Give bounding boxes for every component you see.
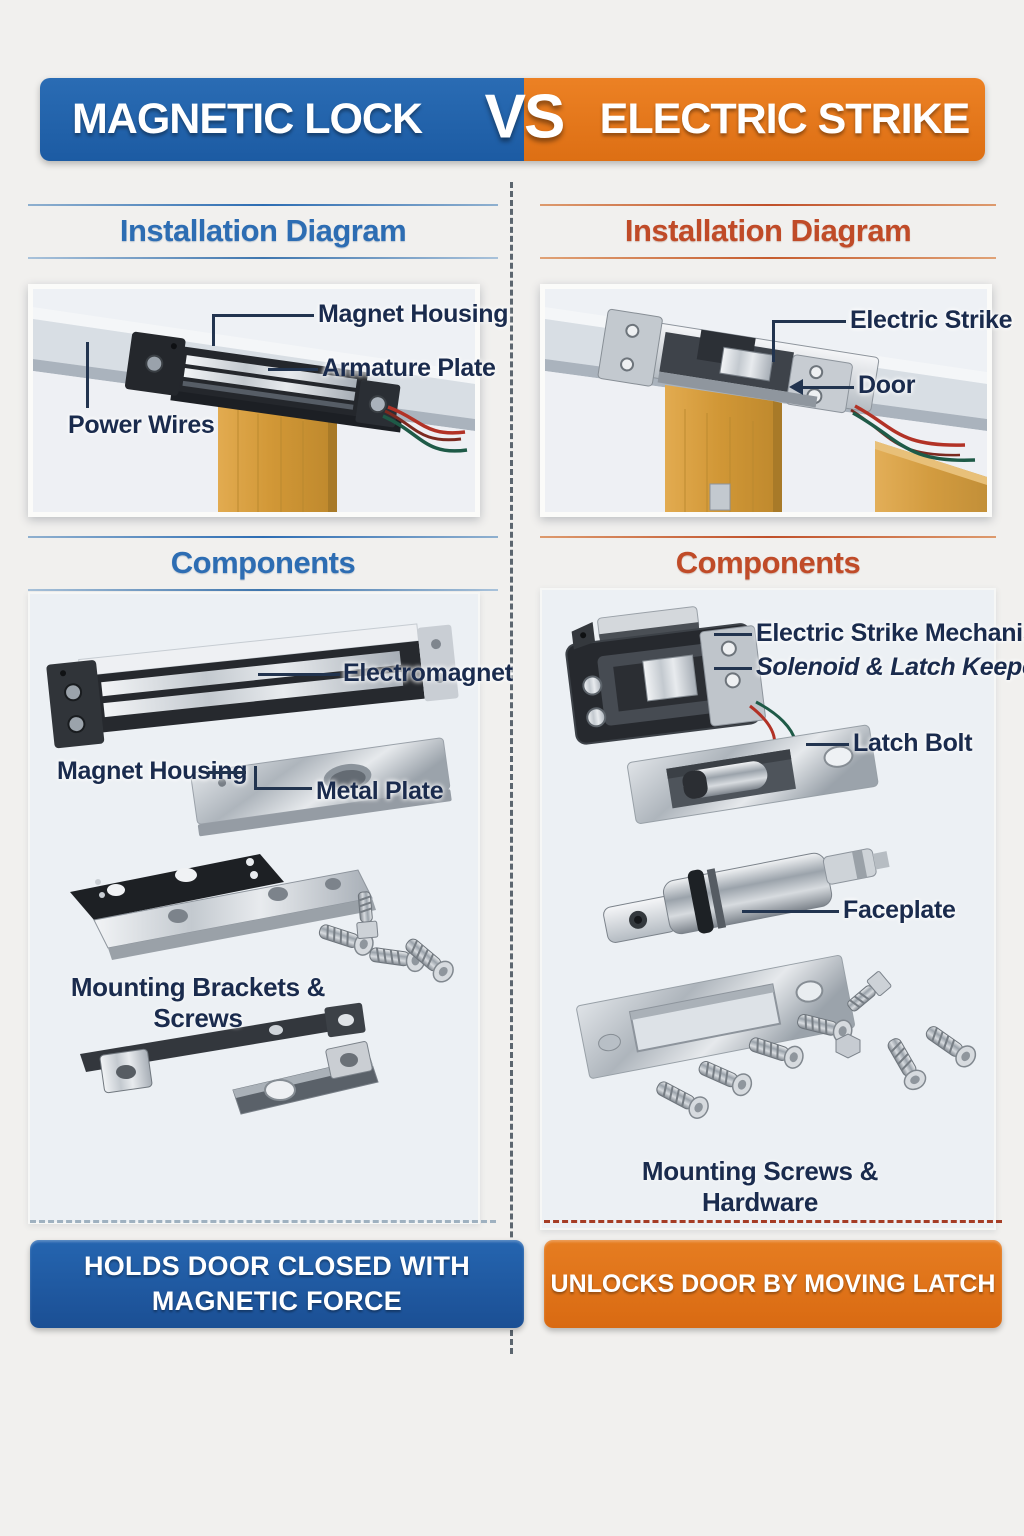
magnetic-components-illustration bbox=[46, 623, 459, 1115]
rule-line bbox=[540, 257, 996, 259]
faceplate-part bbox=[576, 954, 855, 1079]
connector-line bbox=[806, 743, 849, 746]
door-post bbox=[665, 385, 782, 512]
magnetic-summary-text: HOLDS DOOR CLOSED WITH MAGNETIC FORCE bbox=[83, 1250, 471, 1316]
connector-line bbox=[714, 633, 752, 636]
connector-line bbox=[254, 766, 257, 790]
electric-components-section-title: Components bbox=[540, 536, 996, 591]
label-magnet-housing: Magnet Housing bbox=[318, 300, 509, 328]
label-electromagnet: Electromagnet bbox=[343, 659, 513, 687]
connector-line bbox=[802, 386, 854, 389]
header-right-half: ELECTRIC STRIKE bbox=[524, 78, 985, 161]
bottom-brackets-part bbox=[80, 1002, 379, 1115]
electric-summary-text: UNLOCKS DOOR BY MOVING LATCH bbox=[550, 1269, 996, 1298]
strike-installation-panel bbox=[540, 284, 992, 517]
mounting-bracket-part bbox=[70, 854, 376, 960]
connector-line bbox=[258, 673, 340, 676]
caption-mounting-screws: Mounting Screws & Hardware bbox=[641, 1156, 879, 1217]
electric-components-panel bbox=[540, 588, 996, 1230]
maglock-device bbox=[124, 331, 402, 433]
connector-arrow bbox=[789, 379, 803, 395]
power-wires-illustration bbox=[382, 405, 468, 453]
rule-line bbox=[540, 204, 996, 206]
vs-label: VS bbox=[484, 82, 566, 152]
electric-components-illustration bbox=[565, 606, 981, 1123]
section-title-text: Components bbox=[170, 545, 356, 580]
electric-installation-section-title: Installation Diagram bbox=[540, 204, 996, 259]
magnetic-components-panel bbox=[28, 592, 480, 1224]
rule-line bbox=[28, 204, 498, 206]
label-electric-strike: Electric Strike bbox=[850, 306, 1013, 334]
caption-mounting-brackets: Mounting Brackets & Screws bbox=[70, 972, 326, 1033]
magnetic-summary-banner: HOLDS DOOR CLOSED WITH MAGNETIC FORCE bbox=[30, 1240, 524, 1328]
connector-line bbox=[772, 320, 846, 323]
rule-line bbox=[28, 589, 498, 591]
connector-line bbox=[208, 771, 246, 774]
label-power-wires: Power Wires bbox=[68, 411, 215, 439]
cylinder-part bbox=[603, 848, 890, 943]
connector-line bbox=[772, 320, 775, 362]
rule-line bbox=[28, 257, 498, 259]
section-title-text: Installation Diagram bbox=[624, 213, 912, 248]
power-wires-illustration bbox=[850, 404, 976, 462]
strike-mechanism-part bbox=[565, 606, 766, 745]
latch-bolt-plate-part bbox=[627, 724, 879, 824]
rule-line bbox=[540, 536, 996, 538]
section-title-text: Components bbox=[675, 545, 861, 580]
rule-line bbox=[28, 536, 498, 538]
metal-plate-part bbox=[190, 737, 452, 837]
label-metal-plate: Metal Plate bbox=[316, 777, 444, 805]
section-title-text: Installation Diagram bbox=[119, 213, 407, 248]
connector-line bbox=[268, 368, 318, 371]
right-dashed-rule bbox=[544, 1220, 1002, 1223]
header-left-half: MAGNETIC LOCK bbox=[40, 78, 524, 161]
center-dashed-divider bbox=[510, 182, 513, 1354]
connector-line bbox=[212, 314, 314, 317]
maglock-installation-illustration bbox=[33, 289, 475, 512]
magnetic-components-section-title: Components bbox=[28, 536, 498, 591]
door-slab bbox=[875, 441, 987, 512]
left-dashed-rule bbox=[30, 1220, 496, 1223]
screws-hardware-part bbox=[651, 969, 981, 1123]
electromagnet-bar bbox=[46, 623, 459, 749]
electric-summary-banner: UNLOCKS DOOR BY MOVING LATCH bbox=[544, 1240, 1002, 1328]
label-strike-mechanism: Electric Strike Mechanism bbox=[756, 619, 1024, 647]
label-faceplate: Faceplate bbox=[843, 896, 956, 924]
connector-line bbox=[254, 787, 312, 790]
connector-line bbox=[714, 667, 752, 670]
maglock-installation-panel bbox=[28, 284, 480, 517]
connector-line bbox=[742, 910, 839, 913]
electric-strike-title: ELECTRIC STRIKE bbox=[599, 95, 971, 143]
header-banner: MAGNETIC LOCK ELECTRIC STRIKE VS bbox=[40, 78, 985, 161]
strike-installation-illustration bbox=[545, 289, 987, 512]
connector-line bbox=[212, 314, 215, 346]
magnetic-lock-title: MAGNETIC LOCK bbox=[71, 95, 423, 143]
label-armature-plate: Armature Plate bbox=[322, 354, 496, 382]
electric-strike-device bbox=[597, 308, 880, 414]
label-door: Door bbox=[858, 371, 916, 399]
label-solenoid-latch-keeper: Solenoid & Latch Keeper bbox=[756, 653, 1024, 681]
magnetic-installation-section-title: Installation Diagram bbox=[28, 204, 498, 259]
label-latch-bolt: Latch Bolt bbox=[853, 729, 973, 757]
connector-line bbox=[86, 342, 89, 408]
